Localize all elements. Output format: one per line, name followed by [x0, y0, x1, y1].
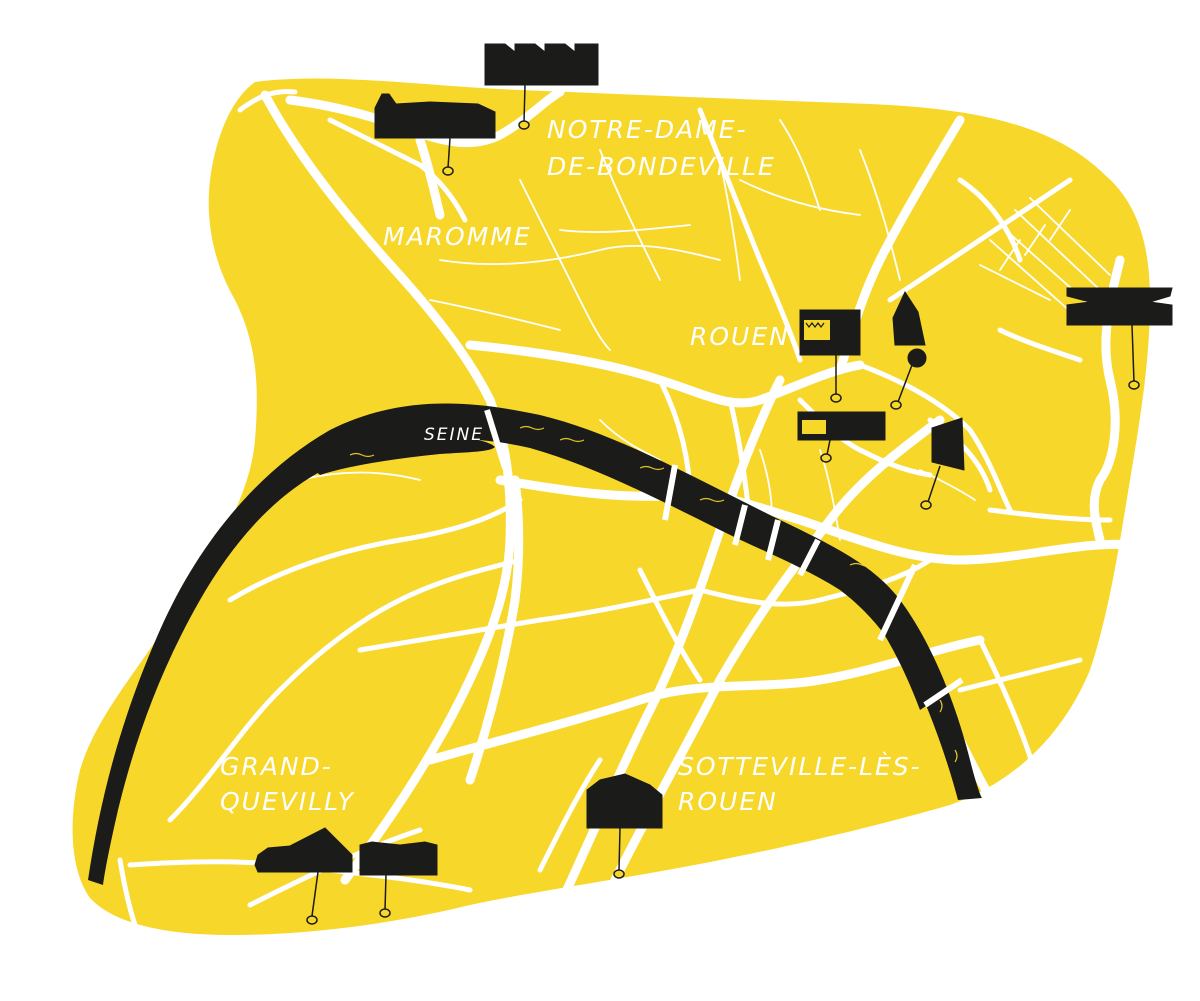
museum-icon [797, 411, 886, 463]
tower-icon [920, 417, 965, 510]
label-sotteville-line2: ROUEN [678, 787, 778, 816]
factory-icon [484, 43, 599, 130]
label-notre-dame-line1: NOTRE-DAME- [547, 115, 748, 144]
bridges [484, 409, 964, 708]
hall-icon [586, 773, 663, 879]
cathedral-spire-icon [890, 290, 927, 410]
landmarks [254, 43, 1173, 925]
land-area [72, 78, 1151, 936]
place-labels: NOTRE-DAME- DE-BONDEVILLE MAROMME ROUEN … [220, 115, 922, 816]
label-maromme: MAROMME [383, 222, 532, 251]
label-rouen: ROUEN [690, 322, 790, 351]
hangar-icon [254, 827, 353, 925]
label-notre-dame-line2: DE-BONDEVILLE [547, 152, 776, 181]
church-icon [374, 93, 496, 176]
river-seine [88, 403, 982, 885]
station-icon [359, 841, 438, 918]
label-seine: SEINE [424, 425, 484, 445]
theatre-icon [799, 309, 861, 403]
label-grand-quevilly-line2: QUEVILLY [220, 787, 355, 816]
label-grand-quevilly-line1: GRAND- [220, 752, 333, 781]
label-sotteville-line1: SOTTEVILLE-LÈS- [678, 752, 922, 781]
bridge-building-icon [1066, 287, 1173, 390]
